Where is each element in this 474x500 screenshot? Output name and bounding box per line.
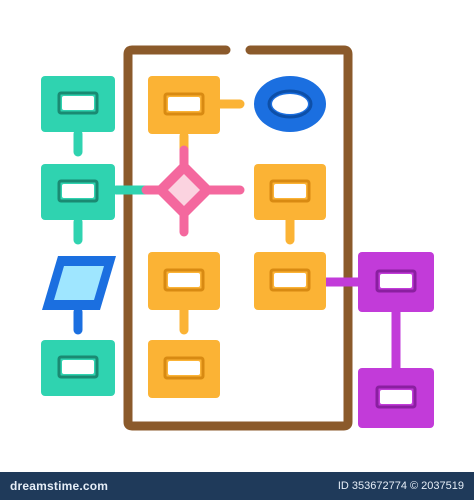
teal-process-box-3: [41, 340, 115, 396]
orange-process-box-3: [148, 340, 220, 398]
diamond-decision-icon: [141, 145, 245, 237]
stock-footer-bar: dreamstime.com ID 353672774 © 2037519: [0, 472, 474, 500]
parallelogram-data-icon: [42, 256, 116, 310]
orange-process-box-4: [254, 164, 326, 220]
container-frame: [123, 45, 353, 431]
purple-process-box-1: [358, 252, 434, 312]
orange-process-box-1: [148, 76, 220, 134]
container-left-part: [123, 45, 353, 431]
dreamstime-brand-label[interactable]: dreamstime.com: [10, 479, 109, 493]
teal-process-box-2: [41, 164, 115, 220]
oval-terminator-icon: [254, 76, 326, 132]
purple-process-box-2: [358, 368, 434, 428]
stock-id-label: ID 353672774 © 2037519: [337, 480, 464, 492]
orange-process-box-5: [254, 252, 326, 310]
flowchart-icon: [41, 45, 434, 431]
teal-process-box-1: [41, 76, 115, 132]
orange-process-box-2: [148, 252, 220, 310]
